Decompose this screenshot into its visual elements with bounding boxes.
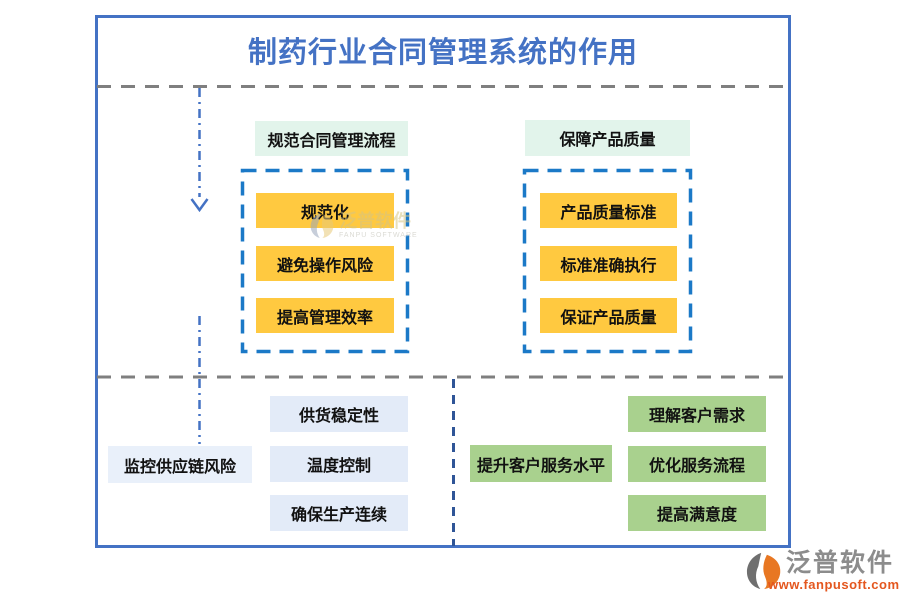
label-customer-service: 提升客户服务水平: [470, 445, 612, 482]
node-standardization: 规范化: [256, 193, 394, 228]
footer-brand: 泛普软件 www.fanpusoft.com: [746, 549, 899, 595]
node-understand-needs: 理解客户需求: [628, 396, 766, 432]
header-product-quality: 保障产品质量: [525, 120, 690, 156]
node-temperature-control: 温度控制: [270, 446, 408, 482]
node-improve-satisfaction: 提高满意度: [628, 495, 766, 531]
node-quality-standard: 产品质量标准: [540, 193, 677, 228]
brand-name: 泛普软件: [786, 549, 895, 577]
node-avoid-operation-risk: 避免操作风险: [256, 246, 394, 281]
node-ensure-quality: 保证产品质量: [540, 298, 677, 333]
diagram-border: [95, 15, 791, 548]
node-production-continuity: 确保生产连续: [270, 495, 408, 531]
fanpu-logo-icon: [746, 552, 781, 589]
node-accurate-execution: 标准准确执行: [540, 246, 677, 281]
brand-url-link[interactable]: www.fanpusoft.com: [768, 577, 900, 592]
node-supply-stability: 供货稳定性: [270, 396, 408, 432]
label-supply-chain-risk: 监控供应链风险: [108, 446, 252, 483]
node-optimize-process: 优化服务流程: [628, 446, 766, 482]
page-title: 制药行业合同管理系统的作用: [247, 37, 638, 69]
node-improve-efficiency: 提高管理效率: [256, 298, 394, 333]
header-contract-process: 规范合同管理流程: [255, 121, 408, 156]
